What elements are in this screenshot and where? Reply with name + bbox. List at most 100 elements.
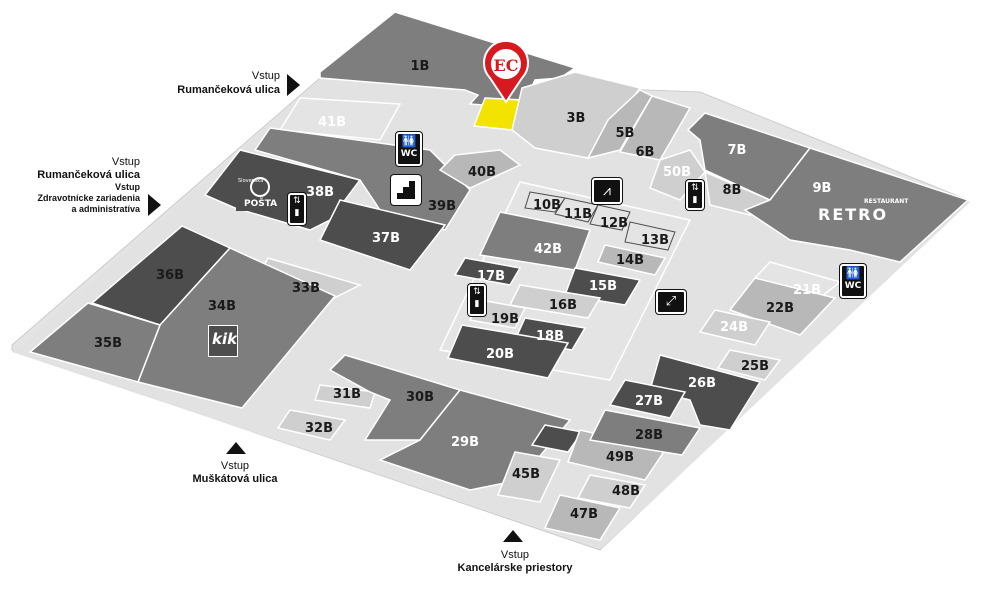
entrance-left-arrow-icon[interactable]: [148, 194, 161, 216]
unit-14b-shape[interactable]: [596, 244, 667, 276]
entrance-bottom-right-arrow-icon[interactable]: [503, 530, 523, 542]
post-label-top: Slovenská: [238, 178, 264, 184]
entrance-left-word: Vstup: [111, 156, 140, 168]
wc-icon-right[interactable]: 🚻 WC: [840, 264, 866, 298]
entrance-top-street: Rumančeková ulica: [177, 84, 280, 96]
unit-label-12b[interactable]: 12B: [600, 216, 628, 231]
location-marker[interactable]: EC: [483, 39, 529, 104]
unit-label-28b[interactable]: 28B: [635, 428, 663, 443]
unit-label-38b[interactable]: 38B: [306, 185, 334, 200]
unit-label-20b[interactable]: 20B: [486, 347, 514, 362]
ramp-icon[interactable]: [391, 175, 421, 205]
unit-label-10b[interactable]: 10B: [533, 198, 561, 213]
unit-label-30b[interactable]: 30B: [406, 390, 434, 405]
entrance-bottom-word: Vstup: [220, 460, 250, 472]
unit-45b-shape[interactable]: [496, 451, 562, 503]
unit-24b-shape[interactable]: [698, 309, 772, 346]
unit-label-35b[interactable]: 35B: [94, 336, 122, 351]
restroom-people-icon-2: 🚻: [845, 266, 861, 280]
unit-label-25b[interactable]: 25B: [741, 359, 769, 374]
unit-22b-shape[interactable]: [728, 277, 837, 336]
entrance-bottom-arrow-icon[interactable]: [226, 442, 246, 454]
unit-label-14b[interactable]: 14B: [616, 253, 644, 268]
unit-25b-shape[interactable]: [716, 349, 782, 381]
unit-label-21b[interactable]: 21B: [793, 283, 821, 298]
unit-12b-shape[interactable]: [589, 204, 631, 231]
restaurant-label: RESTAURANT: [864, 198, 909, 205]
unit-label-33b[interactable]: 33B: [292, 281, 320, 296]
unit-28b-shape[interactable]: [588, 409, 702, 456]
unit-label-9b[interactable]: 9B: [813, 181, 832, 196]
unit-label-18b[interactable]: 18B: [536, 329, 564, 344]
elevator-icon-right[interactable]: ⇅▮: [686, 180, 704, 210]
entrance-bottom-right-word: Vstup: [500, 549, 530, 561]
elevator-icon-left[interactable]: ⇅▮: [288, 193, 306, 225]
unit-label-39b[interactable]: 39B: [428, 199, 456, 214]
entrance-top-arrow-icon[interactable]: [287, 74, 300, 96]
unit-label-49b[interactable]: 49B: [606, 450, 634, 465]
escalator-icon[interactable]: ⤢: [656, 290, 686, 314]
entrance-bottom-right-block: Vstup Kancelárske priestory: [440, 549, 590, 575]
unit-label-11b[interactable]: 11B: [564, 207, 592, 222]
unit-label-16b[interactable]: 16B: [549, 298, 577, 313]
entrance-bottom-street: Muškátová ulica: [192, 473, 278, 485]
unit-label-45b[interactable]: 45B: [512, 467, 540, 482]
unit-label-22b[interactable]: 22B: [766, 301, 794, 316]
unit-48b-shape[interactable]: [576, 474, 647, 509]
unit-41b-shape[interactable]: [278, 97, 402, 141]
unit-label-32b[interactable]: 32B: [305, 421, 333, 436]
kik-label: kik: [212, 330, 238, 348]
unit-label-7b[interactable]: 7B: [728, 143, 747, 158]
unit-31b-shape[interactable]: [314, 384, 376, 409]
unit-label-13b[interactable]: 13B: [641, 233, 669, 248]
unit-label-27b[interactable]: 27B: [635, 394, 663, 409]
unit-47b-shape[interactable]: [543, 494, 622, 541]
unit-27b-shape[interactable]: [608, 379, 687, 419]
unit-label-26b[interactable]: 26B: [688, 376, 716, 391]
unit-label-3b[interactable]: 3B: [567, 111, 586, 126]
unit-32b-shape[interactable]: [276, 409, 347, 441]
unit-label-29b[interactable]: 29B: [451, 435, 479, 450]
unit-label-31b[interactable]: 31B: [333, 387, 361, 402]
wc-icon-top[interactable]: 🚻 WC: [396, 132, 422, 166]
unit-9b-shape[interactable]: [743, 147, 970, 263]
post-label: POŠTA: [244, 199, 278, 209]
unit-8b-shape[interactable]: [704, 170, 772, 216]
unit-label-24b[interactable]: 24B: [720, 320, 748, 335]
unit-label-1b[interactable]: 1B: [411, 59, 430, 74]
unit-17b-shape[interactable]: [453, 257, 522, 286]
unit-label-41b[interactable]: 41B: [318, 115, 346, 130]
unit-label-34b[interactable]: 34B: [208, 299, 236, 314]
unit-10b-shape[interactable]: [524, 191, 566, 213]
post-office-logo: Slovenská POŠTA: [236, 175, 282, 211]
restroom-people-icon: 🚻: [401, 134, 417, 148]
unit-20b-shape[interactable]: [446, 324, 570, 379]
unit-11b-shape[interactable]: [554, 197, 599, 223]
unit-label-50b[interactable]: 50B: [663, 165, 691, 180]
unit-label-17b[interactable]: 17B: [477, 269, 505, 284]
unit-16b-shape[interactable]: [508, 284, 602, 319]
unit-label-42b[interactable]: 42B: [534, 242, 562, 257]
unit-label-48b[interactable]: 48B: [612, 484, 640, 499]
unit-44b-shape[interactable]: [530, 424, 584, 453]
stairs-icon[interactable]: ⩘: [592, 178, 622, 204]
unit-label-5b[interactable]: 5B: [616, 126, 635, 141]
unit-label-36b[interactable]: 36B: [156, 268, 184, 283]
unit-40b-shape[interactable]: [438, 149, 522, 189]
entrance-top-street-wrap: Rumančeková ulica: [130, 84, 280, 97]
entrance-top-word: Vstup: [251, 70, 280, 82]
unit-label-15b[interactable]: 15B: [589, 279, 617, 294]
unit-37b-shape[interactable]: [318, 199, 447, 271]
unit-label-19b[interactable]: 19B: [491, 312, 519, 327]
elevator-icon-center[interactable]: ⇅▮: [468, 284, 486, 316]
unit-label-8b[interactable]: 8B: [723, 183, 742, 198]
unit-35b-shape[interactable]: [28, 302, 161, 383]
unit-label-47b[interactable]: 47B: [570, 507, 598, 522]
unit-label-6b[interactable]: 6B: [636, 145, 655, 160]
unit-label-40b[interactable]: 40B: [468, 165, 496, 180]
unit-label-37b[interactable]: 37B: [372, 231, 400, 246]
unit-13b-shape[interactable]: [624, 221, 676, 251]
unit-5b-shape[interactable]: [586, 89, 654, 160]
